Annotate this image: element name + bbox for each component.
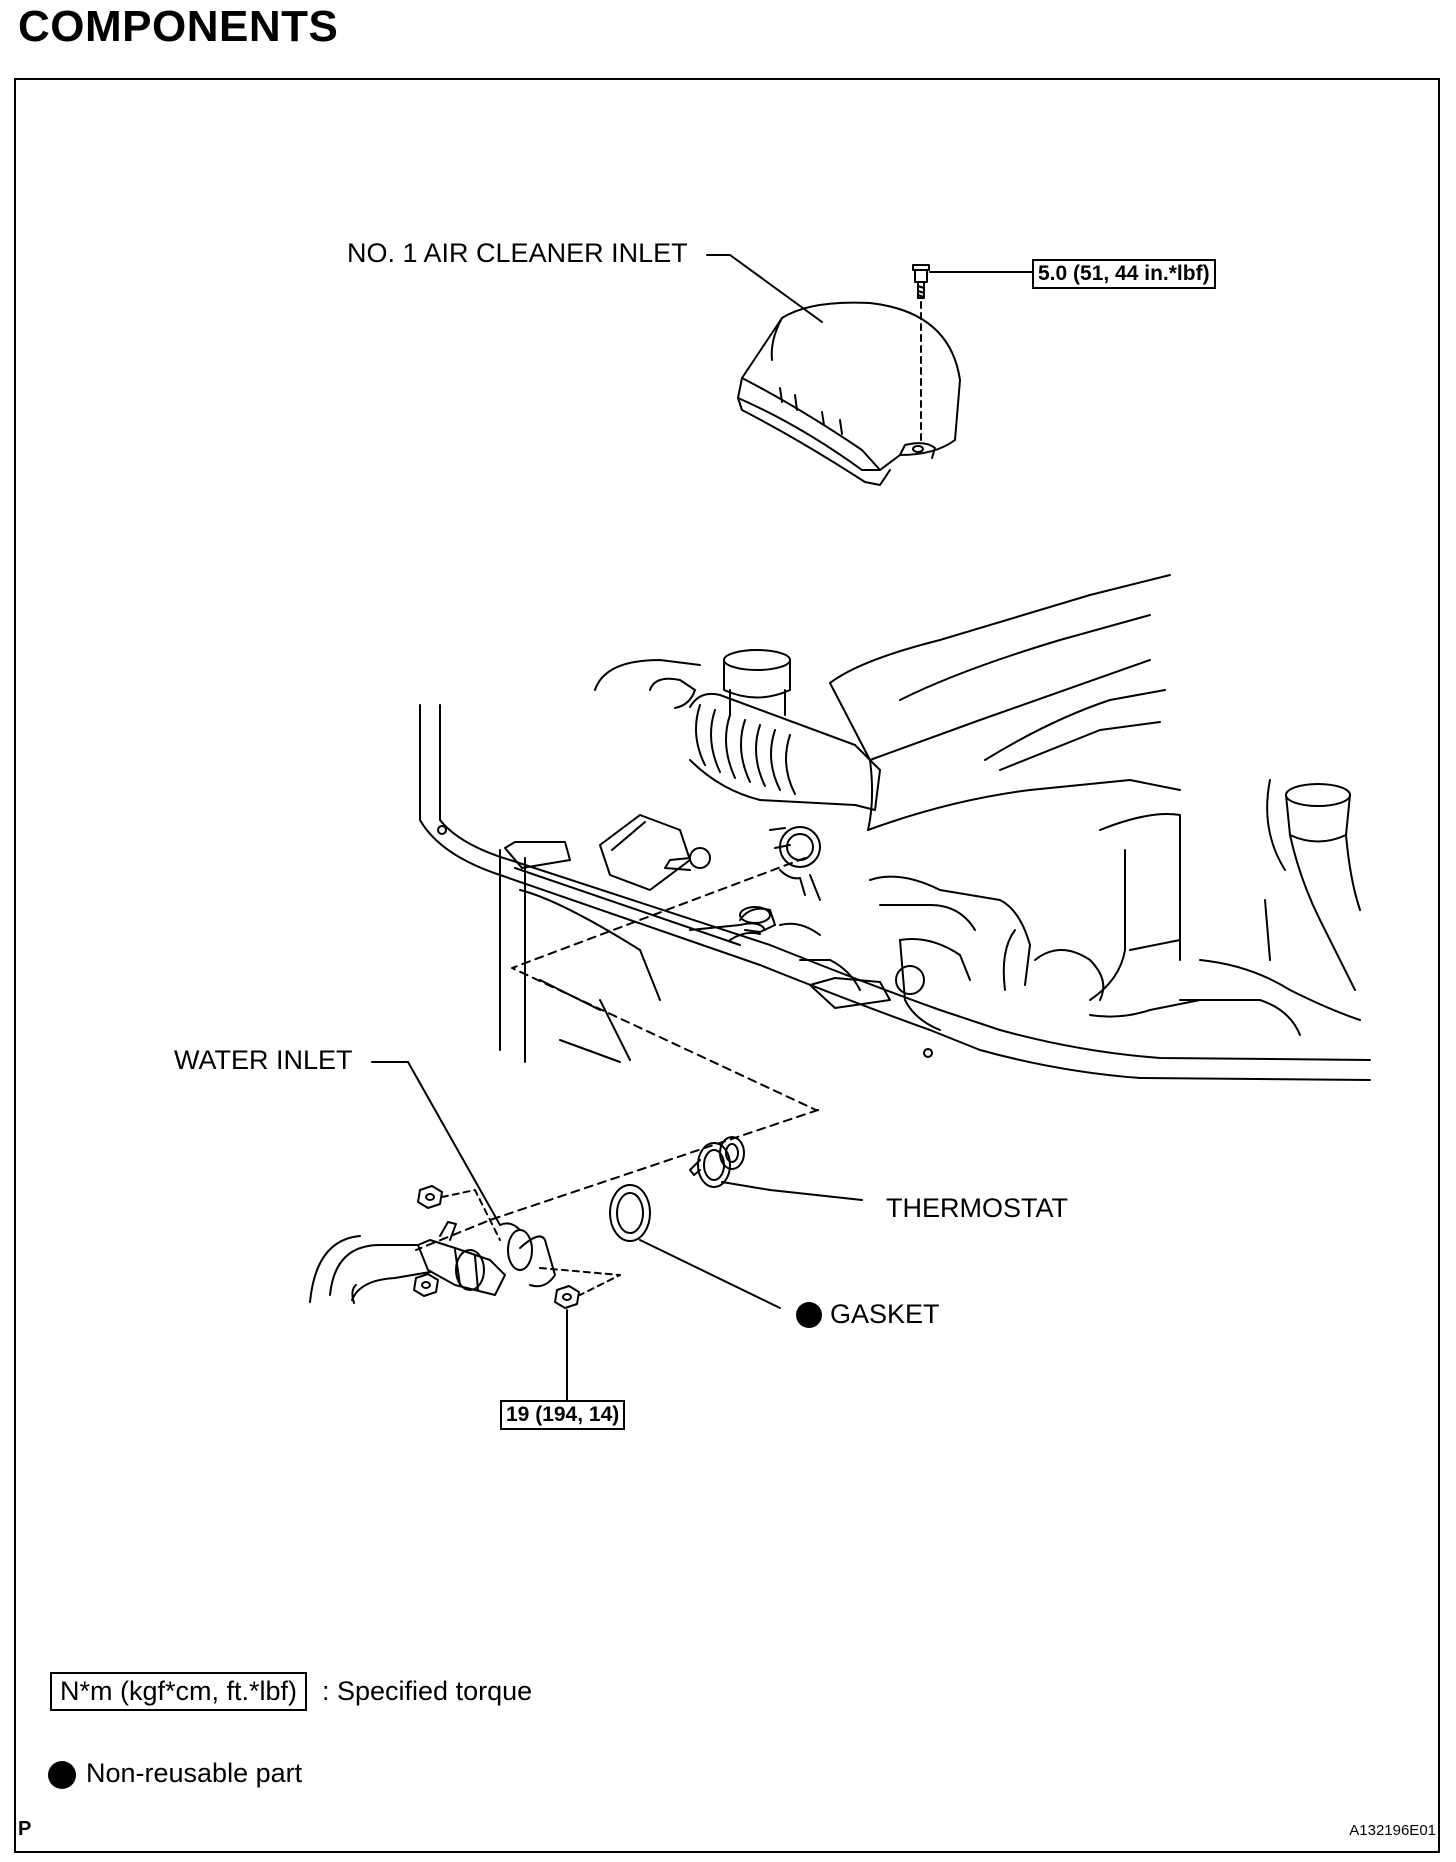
- legend-torque-desc: : Specified torque: [322, 1676, 533, 1706]
- page-title: COMPONENTS: [18, 2, 339, 51]
- water-inlet-part: [309, 1221, 556, 1304]
- air-cleaner-inlet-leader: [706, 254, 823, 323]
- torque-water-inlet-nut: 19 (194, 14): [500, 1400, 626, 1430]
- water-inlet-leader: [371, 1061, 501, 1226]
- legend-torque-box: N*m (kgf*cm, ft.*lbf): [50, 1672, 308, 1711]
- gasket-leader: [639, 1239, 781, 1309]
- label-gasket: GASKET: [830, 1299, 940, 1329]
- nut-axis-bottom: [539, 1267, 621, 1296]
- air-cleaner-inlet-part: [737, 264, 961, 486]
- non-reusable-dot-gasket: [796, 1302, 822, 1328]
- figure-code: A132196E01: [1349, 1822, 1436, 1839]
- mounting-axis-line: [415, 1109, 819, 1251]
- nuts: [413, 1185, 580, 1309]
- label-air-cleaner-inlet: NO. 1 AIR CLEANER INLET: [347, 238, 688, 268]
- legend-non-reusable-dot: [48, 1761, 76, 1789]
- label-water-inlet: WATER INLET: [174, 1045, 353, 1075]
- corner-mark: P: [18, 1818, 32, 1840]
- gasket-part: [609, 1184, 651, 1242]
- engine-bay-illustration: [419, 574, 1371, 1081]
- thermostat-part: [689, 1136, 745, 1188]
- nut-axis-top: [441, 1189, 501, 1241]
- thermostat-leader: [721, 1181, 863, 1201]
- diagram-frame: [14, 78, 1440, 1853]
- legend-non-reusable-desc: Non-reusable part: [86, 1758, 303, 1788]
- torque-air-cleaner-bolt: 5.0 (51, 44 in.*lbf): [1032, 259, 1216, 289]
- label-thermostat: THERMOSTAT: [886, 1193, 1068, 1223]
